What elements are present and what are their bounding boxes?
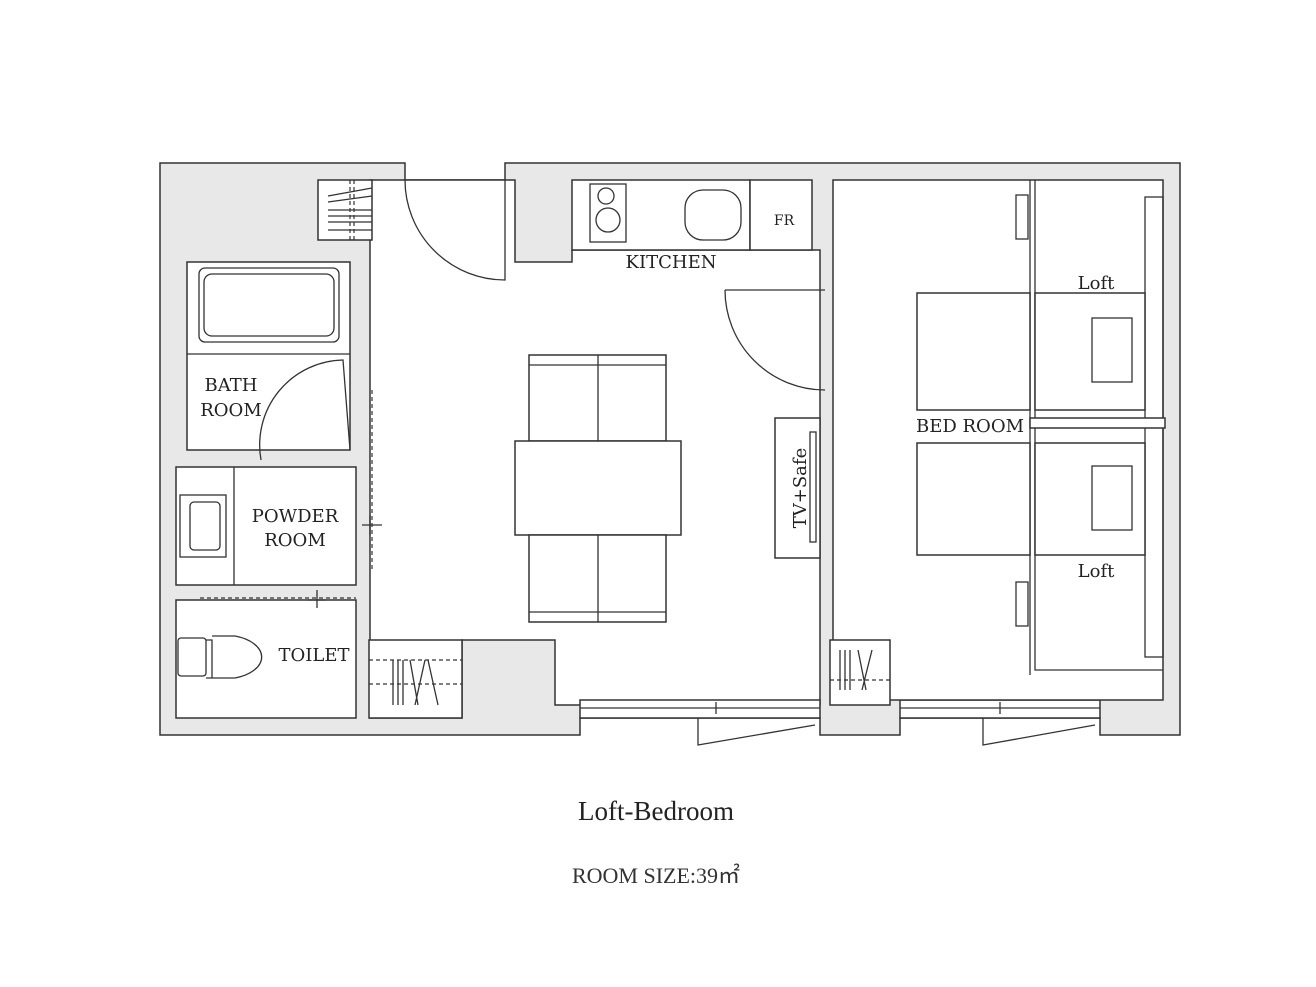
- closet-hangers-icon: [327, 180, 373, 240]
- sink-icon: [684, 189, 742, 241]
- bedroom-closet: [829, 639, 891, 706]
- bedroom-door: [724, 289, 826, 391]
- bath-label-1: BATH: [205, 375, 258, 396]
- living-closet: [368, 639, 463, 719]
- loft-bed-bottom: [1034, 442, 1146, 556]
- bathroom: [186, 261, 351, 451]
- powder-label-1: POWDER: [252, 506, 339, 527]
- powder-label-2: ROOM: [264, 530, 326, 551]
- bed-top: [916, 292, 1031, 411]
- room-size: ROOM SIZE:39㎡: [572, 863, 740, 888]
- bathtub-icon: [198, 267, 340, 343]
- window-bedroom: [899, 699, 1101, 746]
- bath-door: [259, 359, 351, 461]
- bedroom-label: BED ROOM: [916, 416, 1024, 437]
- powder-room: [175, 466, 357, 586]
- bath-label-2: ROOM: [200, 400, 262, 421]
- stove-icon: [589, 183, 627, 243]
- loft-bottom-label: Loft: [1078, 561, 1115, 582]
- toilet-icon: [177, 637, 207, 677]
- ladder-bottom-icon: [1015, 581, 1029, 627]
- fridge: [749, 179, 813, 251]
- loft-bed-top: [1034, 292, 1146, 411]
- tv-safe-unit: [774, 417, 821, 559]
- washbasin-icon: [179, 494, 227, 558]
- tv-safe-label: TV+Safe: [790, 448, 811, 528]
- entry-door: [404, 179, 506, 281]
- ladder-top-icon: [1015, 194, 1029, 240]
- fridge-label: FR: [774, 213, 795, 229]
- window-living: [579, 699, 821, 746]
- plan-title: Loft-Bedroom: [578, 796, 734, 826]
- dining-table: [514, 440, 682, 536]
- loft-top-label: Loft: [1078, 273, 1115, 294]
- toilet-label: TOILET: [279, 645, 350, 666]
- bed-bottom: [916, 442, 1031, 556]
- bedroom: [832, 179, 1164, 701]
- kitchen-label: KITCHEN: [626, 252, 717, 273]
